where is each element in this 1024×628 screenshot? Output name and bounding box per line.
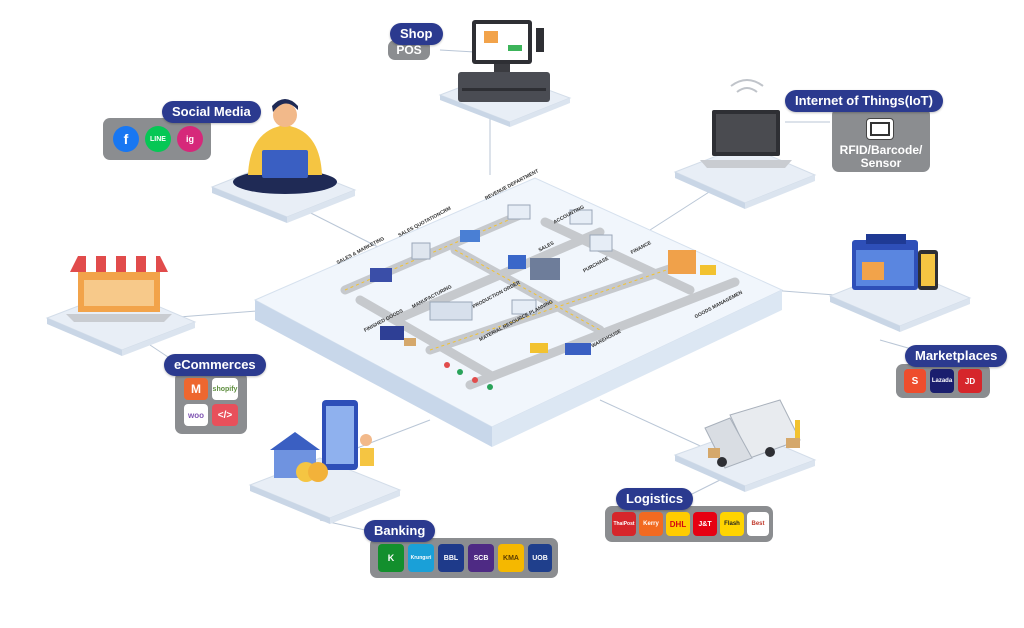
central-platform (253, 177, 784, 447)
lazada-icon: Lazada (930, 369, 954, 393)
shop-pill: Shop (390, 23, 443, 45)
krungsri-yellow-icon: KMA (498, 544, 524, 572)
jt-express-icon: J&T (693, 512, 717, 536)
iot-sub-line1: RFID/Barcode/ (839, 143, 923, 157)
banking-pill: Banking (364, 520, 436, 542)
woocommerce-icon: woo (184, 404, 208, 426)
shop-pos-box (388, 40, 430, 60)
kbank-icon: K (378, 544, 404, 572)
kerry-icon: Kerry (639, 512, 663, 536)
ecommerce-pill: eCommerces (164, 354, 266, 376)
thailand-post-icon: ThaiPost (612, 512, 636, 536)
logistics-pill: Logistics (616, 488, 694, 510)
shop-pos-label: POS (396, 43, 422, 57)
ecommerce-shop-illustration (66, 256, 172, 322)
logistics-truck-illustration (704, 399, 801, 469)
marketplaces-pill: Marketplaces (905, 345, 1008, 367)
banking-illustration (270, 400, 374, 482)
shopify-icon: shopify (212, 378, 238, 400)
jd-central-icon: JD (958, 369, 982, 393)
line-icon: LINE (145, 126, 171, 152)
scb-icon: SCB (468, 544, 494, 572)
dhl-icon: DHL (666, 512, 690, 536)
flash-express-icon: Flash (720, 512, 744, 536)
best-express-icon: Best (747, 512, 769, 536)
custom-code-icon: </> (212, 404, 238, 426)
marketplace-shop-illustration (852, 234, 938, 290)
pos-terminal-illustration (458, 20, 550, 102)
shopee-icon: S (904, 369, 926, 393)
instagram-icon: ig (177, 126, 203, 152)
uob-icon: UOB (528, 544, 552, 572)
facebook-icon: f (113, 126, 139, 152)
iot-pill: Internet of Things(IoT) (785, 90, 943, 112)
social-person-illustration (233, 99, 337, 194)
iot-sub-line2: Sensor (860, 156, 902, 170)
magento-icon: M (184, 378, 208, 400)
social-media-pill: Social Media (162, 101, 261, 123)
bangkok-bank-icon: BBL (438, 544, 464, 572)
krungsri-icon: Krungsri (408, 544, 434, 572)
iot-laptop-illustration (700, 79, 792, 168)
rfid-chip-icon (866, 118, 894, 140)
